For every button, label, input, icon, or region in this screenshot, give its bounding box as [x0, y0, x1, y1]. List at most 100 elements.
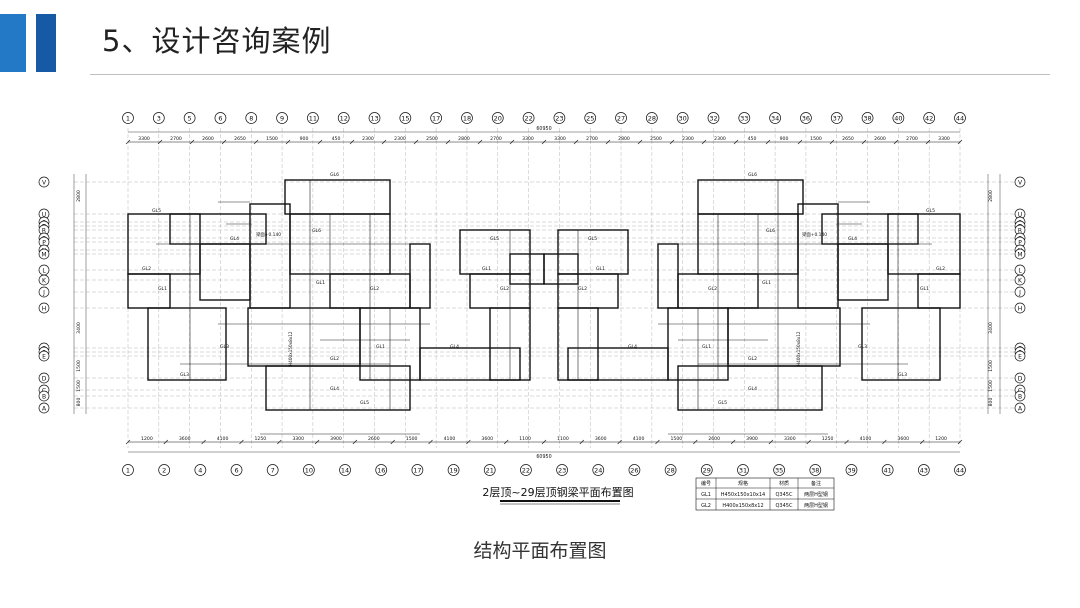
dimension-tick: [797, 139, 803, 145]
title-divider: [90, 74, 1050, 75]
legend-row1-note: 两层H型钢: [804, 491, 828, 498]
beam-label: GL1: [316, 280, 325, 286]
axis-label-bottom: 41: [884, 467, 892, 475]
dimension-tick: [701, 139, 707, 145]
beam-label-mirror: GL6: [766, 228, 775, 234]
axis-label-left: E: [42, 353, 46, 360]
dimension-text: 2500: [426, 136, 438, 142]
wall-block: [249, 203, 291, 309]
dimension-tick: [806, 439, 811, 445]
axis-label-bottom: 26: [630, 467, 638, 475]
axis-label-top: 1: [126, 115, 130, 123]
wall-block: [419, 347, 521, 381]
dimension-total-top: 60950: [536, 126, 551, 132]
beam-label: GL2: [330, 356, 339, 362]
axis-label-bottom: 6: [234, 467, 238, 475]
dimension-text: 1100: [519, 436, 531, 442]
axis-bubble-top: [738, 112, 751, 124]
dimension-text: 900: [300, 136, 309, 142]
dimension-text: 2800: [458, 136, 470, 142]
legend-row2-note: 两层H型钢: [804, 502, 828, 509]
axis-label-top: 9: [280, 115, 284, 123]
axis-bubble-top: [954, 112, 966, 124]
side-dimension-right: 800: [988, 398, 994, 407]
dimension-text: 3900: [746, 436, 758, 442]
axis-label-left: M: [41, 251, 46, 258]
wall-block-mirror: [797, 203, 839, 309]
wall-block-mirror: [567, 347, 669, 381]
beam-label: GL2: [370, 286, 379, 292]
axis-bubble-top: [830, 112, 843, 124]
dimension-tick: [893, 139, 899, 145]
dimension-text: 2300: [394, 136, 406, 142]
axis-bubble-bottom: [917, 464, 930, 476]
axis-bubble-bottom: [122, 464, 134, 476]
dimension-text: 450: [332, 136, 341, 142]
dimension-text: 4100: [217, 436, 229, 442]
dimension-text: 2300: [714, 136, 726, 142]
beam-label: GL5: [360, 400, 369, 406]
elevation-note: 梁面+0.140: [256, 231, 281, 238]
axis-label-right: P: [1018, 239, 1022, 246]
axis-label-left: U: [42, 211, 46, 218]
dimension-tick: [617, 439, 622, 445]
dimension-tick: [428, 439, 433, 445]
beam-label: GL1: [482, 266, 491, 272]
beam-label: GL2: [142, 266, 151, 272]
axis-bubble-top: [615, 112, 627, 124]
dimension-text: 1500: [671, 436, 683, 442]
dimension-tick: [381, 139, 387, 145]
axis-bubble-top: [337, 112, 350, 124]
dimension-text: 3900: [330, 436, 342, 442]
dimension-tick: [157, 139, 163, 145]
dimension-text: 2700: [906, 136, 918, 142]
beam-label-mirror: GL4: [628, 344, 637, 350]
beam-label: GL1: [376, 344, 385, 350]
axis-label-top: 6: [218, 115, 222, 123]
wall-block-mirror: [821, 213, 919, 245]
axis-label-top: 13: [370, 115, 378, 123]
axis-label-right: L: [1018, 267, 1022, 274]
dimension-text: 1250: [822, 436, 834, 442]
dimension-text: 1250: [255, 436, 267, 442]
axis-bubble-top: [214, 112, 227, 124]
plan-title: 2层顶~29层顶钢梁平面布置图: [482, 485, 633, 499]
page-title: 5、设计咨询案例: [102, 24, 332, 58]
dimension-text: 2700: [170, 136, 182, 142]
axis-bubble-top: [923, 112, 936, 124]
dimension-text: 2600: [202, 136, 214, 142]
dimension-tick: [844, 439, 849, 445]
axis-label-bottom: 31: [739, 467, 747, 475]
dimension-tick: [861, 139, 867, 145]
dimension-text: 1500: [406, 436, 418, 442]
beam-label-mirror: GL1: [702, 344, 711, 350]
axis-bubble-bottom: [230, 464, 243, 476]
axis-bubble-top: [892, 112, 905, 124]
beam-label: GL1: [158, 286, 167, 292]
wall-block: [265, 365, 411, 411]
axis-bubble-top: [461, 112, 473, 124]
axis-label-left: H: [42, 305, 47, 312]
axis-label-left: B: [42, 393, 46, 400]
beam-label: GL3: [180, 372, 189, 378]
axis-label-bottom: 19: [449, 467, 457, 475]
axis-label-top: 44: [956, 115, 964, 123]
wall-block-mirror: [727, 307, 841, 367]
axis-label-right: J: [1018, 289, 1021, 296]
axis-label-bottom: 2: [162, 467, 166, 475]
axis-label-top: 25: [586, 115, 594, 123]
axis-label-bottom: 21: [486, 467, 494, 475]
dimension-tick: [829, 139, 835, 145]
axis-bubble-top: [245, 112, 258, 124]
axis-label-bottom: 16: [377, 467, 385, 475]
axis-label-bottom: 24: [594, 467, 602, 475]
axis-bubble-bottom: [592, 464, 605, 476]
dimension-text: 1500: [266, 136, 278, 142]
axis-label-right: H: [1018, 305, 1023, 312]
dimension-tick: [466, 439, 471, 445]
axis-bubble-right: [1014, 390, 1026, 402]
wall-block-mirror: [697, 179, 804, 215]
beam-label-mirror: GL2: [708, 286, 717, 292]
